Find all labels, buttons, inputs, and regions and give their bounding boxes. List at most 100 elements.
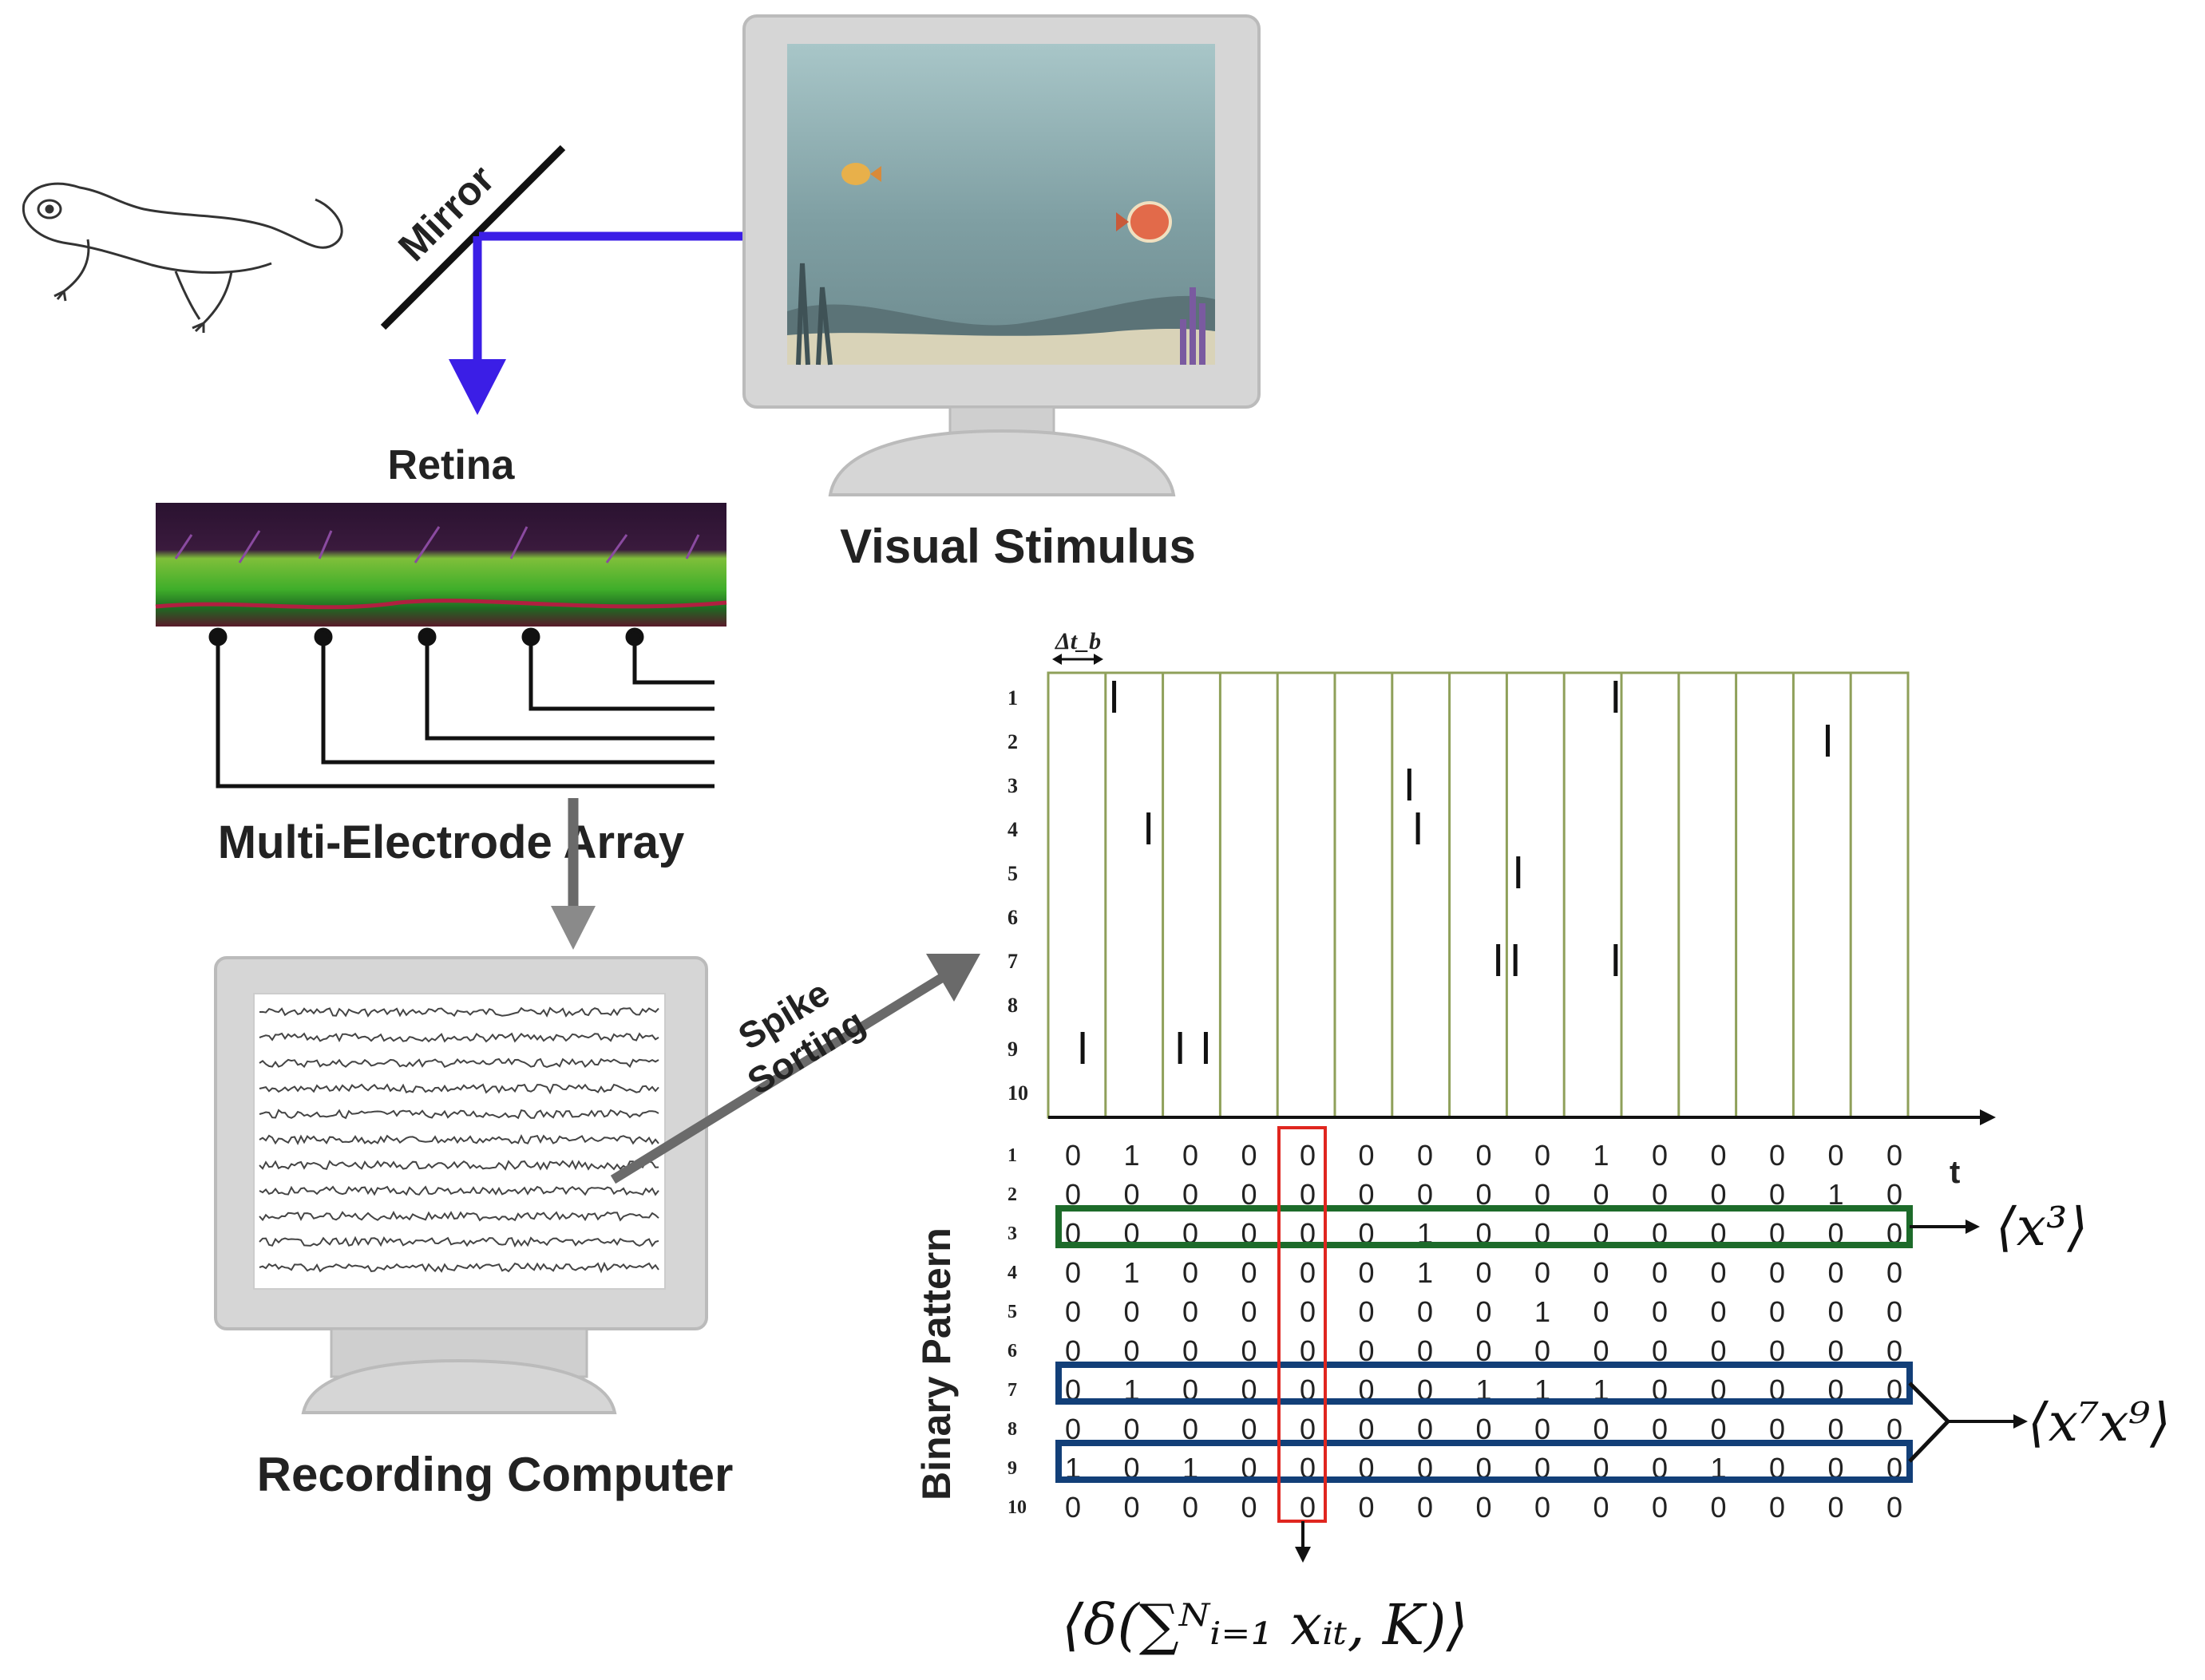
binary-digit: 0 — [1710, 1413, 1726, 1445]
binary-digit: 1 — [1182, 1452, 1198, 1484]
binary-digit: 0 — [1652, 1139, 1668, 1172]
binary-digit: 0 — [1358, 1217, 1374, 1250]
binary-digit: 0 — [1241, 1139, 1257, 1172]
binary-digit: 0 — [1827, 1452, 1843, 1484]
binary-digit: 0 — [1417, 1295, 1433, 1328]
binary-digit: 0 — [1123, 1334, 1139, 1367]
binary-digit: 0 — [1475, 1491, 1491, 1524]
binary-digit: 0 — [1065, 1139, 1081, 1172]
binary-digit: 0 — [1652, 1334, 1668, 1367]
binary-digit: 0 — [1827, 1334, 1843, 1367]
pair-arrowhead — [2013, 1414, 2028, 1429]
electrode-array — [208, 627, 715, 789]
binary-row-label: 3 — [1007, 1223, 1017, 1244]
binary-pattern-label: Binary Pattern — [914, 1227, 959, 1500]
binary-digit: 0 — [1475, 1452, 1491, 1484]
binary-digit: 0 — [1300, 1374, 1316, 1406]
binary-digit: 0 — [1710, 1139, 1726, 1172]
binary-digit: 0 — [1710, 1491, 1726, 1524]
binary-digit: 0 — [1769, 1334, 1785, 1367]
retina: Retina — [155, 442, 727, 627]
binary-digit: 0 — [1534, 1178, 1550, 1211]
recording-computer: Recording Computer — [214, 956, 733, 1501]
binary-digit: 1 — [1475, 1374, 1491, 1406]
binary-digit: 0 — [1241, 1491, 1257, 1524]
binary-digit: 0 — [1710, 1334, 1726, 1367]
binary-digit: 0 — [1417, 1334, 1433, 1367]
binary-digit: 0 — [1593, 1217, 1609, 1250]
raster-neuron-label: 6 — [1007, 906, 1018, 929]
raster-neuron-label: 8 — [1007, 994, 1018, 1017]
raster-neuron-label: 9 — [1007, 1038, 1018, 1061]
binary-digit: 0 — [1358, 1178, 1374, 1211]
binary-digit: 0 — [1417, 1139, 1433, 1172]
binary-digit: 0 — [1300, 1491, 1316, 1524]
binary-digit: 0 — [1182, 1491, 1198, 1524]
bin-width-label: Δt_b — [1055, 628, 1101, 654]
binary-digit: 0 — [1652, 1452, 1668, 1484]
raster-neuron-label: 1 — [1007, 686, 1018, 710]
beam-arrowhead — [449, 359, 506, 415]
binary-digit: 1 — [1593, 1139, 1609, 1172]
binary-digit: 0 — [1300, 1334, 1316, 1367]
binary-row-label: 9 — [1007, 1458, 1017, 1479]
binary-digit: 0 — [1534, 1139, 1550, 1172]
binary-digit: 0 — [1300, 1452, 1316, 1484]
binary-digit: 0 — [1241, 1334, 1257, 1367]
binary-digit: 0 — [1827, 1374, 1843, 1406]
binary-digit: 0 — [1300, 1413, 1316, 1445]
binary-digit: 0 — [1534, 1491, 1550, 1524]
binary-digit: 0 — [1710, 1374, 1726, 1406]
binary-digit: 0 — [1065, 1178, 1081, 1211]
binary-digit: 0 — [1358, 1334, 1374, 1367]
binary-digit: 0 — [1417, 1178, 1433, 1211]
binary-digit: 0 — [1300, 1139, 1316, 1172]
binary-row-label: 7 — [1007, 1380, 1017, 1401]
raster-neuron-label: 7 — [1007, 950, 1018, 973]
binary-digit: 0 — [1475, 1178, 1491, 1211]
binary-digit: 0 — [1241, 1256, 1257, 1289]
binary-digit: 1 — [1123, 1139, 1139, 1172]
binary-digit: 0 — [1710, 1217, 1726, 1250]
binary-digit: 1 — [1123, 1374, 1139, 1406]
binary-digit: 0 — [1534, 1452, 1550, 1484]
fish-icon — [841, 163, 881, 185]
binary-digit: 0 — [1182, 1374, 1198, 1406]
binary-digit: 0 — [1358, 1139, 1374, 1172]
binary-digit: 0 — [1769, 1217, 1785, 1250]
binary-digit: 0 — [1652, 1374, 1668, 1406]
binary-digit: 0 — [1475, 1256, 1491, 1289]
binary-digit: 1 — [1827, 1178, 1843, 1211]
raster-neuron-label: 10 — [1007, 1081, 1028, 1105]
binary-digit: 0 — [1593, 1334, 1609, 1367]
binary-digit: 0 — [1182, 1413, 1198, 1445]
binary-digit: 0 — [1593, 1178, 1609, 1211]
binary-digit: 0 — [1358, 1374, 1374, 1406]
binary-digit: 0 — [1358, 1295, 1374, 1328]
binary-row-label: 8 — [1007, 1419, 1017, 1440]
binary-digit: 0 — [1886, 1256, 1902, 1289]
binary-digit: 0 — [1652, 1256, 1668, 1289]
binary-digit: 0 — [1652, 1178, 1668, 1211]
time-axis-arrowhead — [1980, 1109, 1996, 1125]
down-arrow — [551, 798, 596, 950]
binary-digit: 0 — [1358, 1413, 1374, 1445]
binary-digit: 0 — [1652, 1491, 1668, 1524]
binary-digit: 0 — [1182, 1178, 1198, 1211]
binary-digit: 0 — [1182, 1295, 1198, 1328]
binary-digit: 0 — [1300, 1178, 1316, 1211]
binary-digit: 0 — [1065, 1491, 1081, 1524]
binary-digit: 0 — [1241, 1178, 1257, 1211]
binary-digit: 0 — [1769, 1374, 1785, 1406]
binary-digit: 0 — [1886, 1452, 1902, 1484]
binary-digit: 0 — [1182, 1217, 1198, 1250]
binary-digit: 0 — [1827, 1491, 1843, 1524]
single-moment-formula: ⟨x³⟩ — [1996, 1196, 2088, 1258]
binary-digit: 1 — [1417, 1217, 1433, 1250]
binary-digit: 0 — [1593, 1452, 1609, 1484]
binary-digit: 0 — [1475, 1334, 1491, 1367]
visual-stimulus-label: Visual Stimulus — [840, 520, 1196, 573]
binary-digit: 0 — [1065, 1374, 1081, 1406]
